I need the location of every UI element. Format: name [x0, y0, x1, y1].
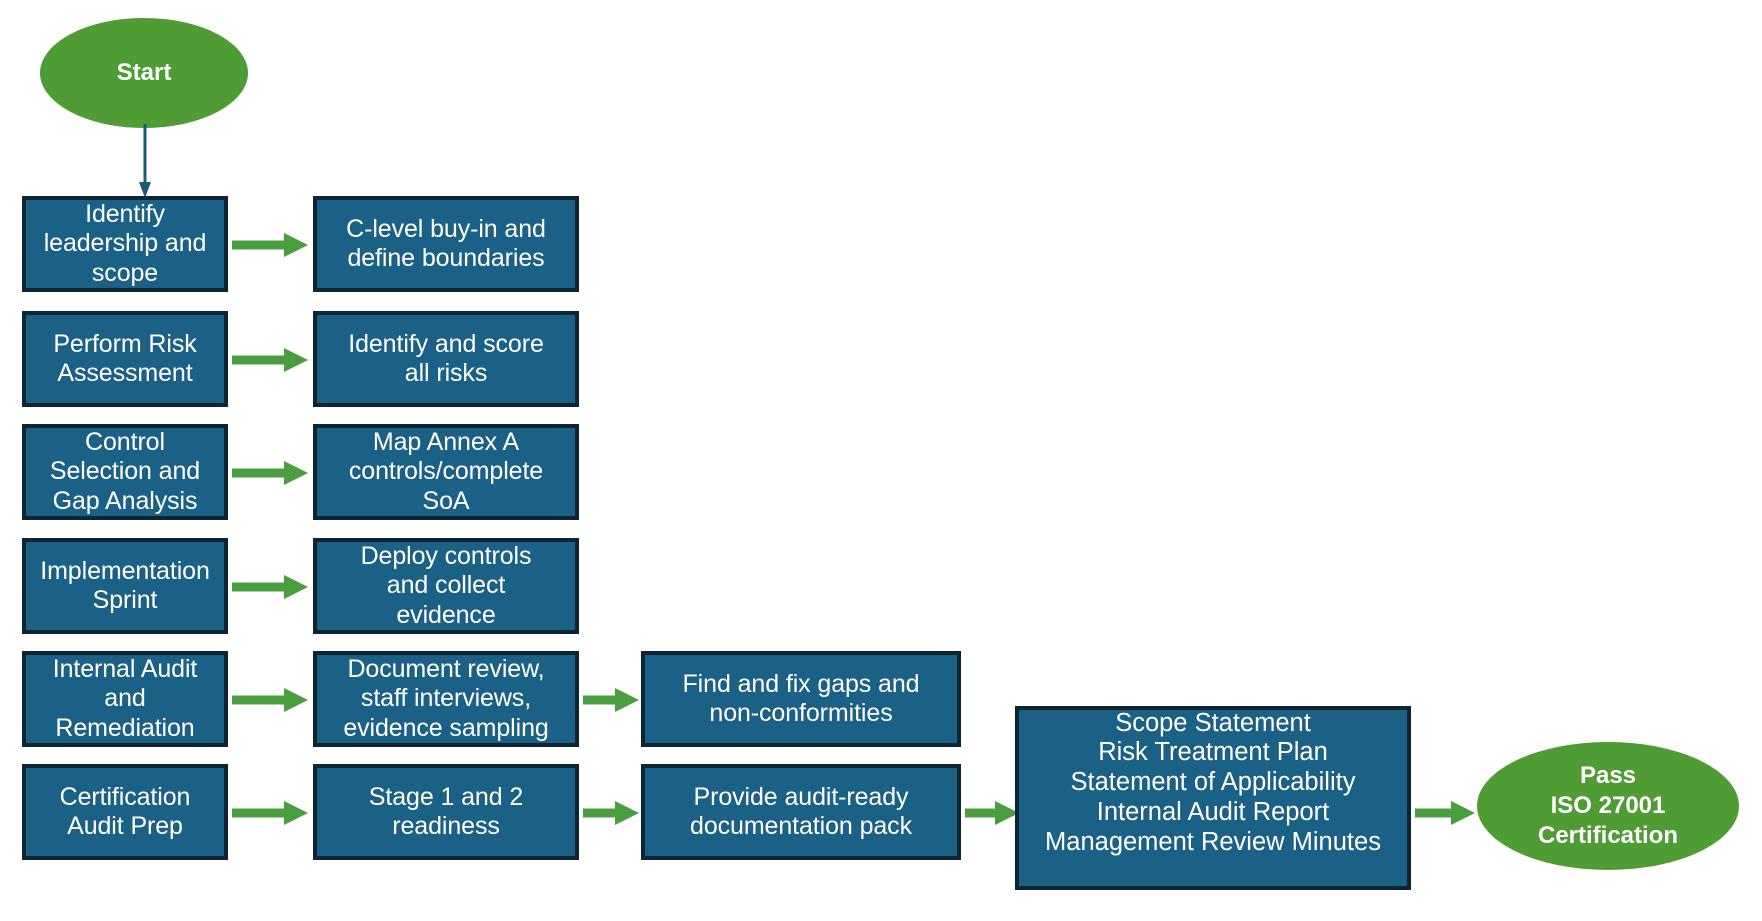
pass-certification-label: Pass ISO 27001 Certification — [1537, 762, 1678, 849]
detail-box-row-4[interactable]: Deploy controls and collect evidence — [313, 538, 579, 634]
phase-label-row-5: Internal Audit and Remediation — [52, 655, 198, 742]
detail-label-row-6: Stage 1 and 2 readiness — [368, 782, 524, 840]
detail-label-row-4: Deploy controls and collect evidence — [360, 542, 532, 629]
detail-box-row-6[interactable]: Stage 1 and 2 readiness — [313, 764, 579, 860]
pass-certification-node[interactable]: Pass ISO 27001 Certification — [1477, 742, 1739, 870]
detail-box-row-1[interactable]: C-level buy-in and define boundaries — [313, 196, 579, 292]
arrow-row-4-phase-to-detail — [232, 575, 308, 599]
arrow-row-6-phase-to-detail — [232, 801, 308, 825]
outcome-box-row-6[interactable]: Provide audit-ready documentation pack — [641, 764, 961, 860]
arrow-row-1-phase-to-detail — [232, 233, 308, 257]
arrow-row-2-phase-to-detail — [232, 348, 308, 372]
phase-label-row-1: Identify leadership and scope — [43, 200, 207, 287]
detail-label-row-5: Document review, staff interviews, evide… — [343, 655, 549, 742]
arrow-documents-to-pass — [1415, 801, 1475, 825]
arrow-outcome-to-documents — [965, 801, 1019, 825]
connector-start-to-row1 — [139, 124, 151, 198]
outcome-label-row-6: Provide audit-ready documentation pack — [690, 782, 912, 840]
documents-box-top-clip — [1015, 670, 1411, 706]
phase-box-row-2[interactable]: Perform Risk Assessment — [22, 311, 228, 407]
phase-label-row-6: Certification Audit Prep — [59, 782, 191, 840]
start-node-label: Start — [116, 59, 172, 86]
outcome-box-row-5[interactable]: Find and fix gaps and non-conformities — [641, 651, 961, 747]
phase-label-row-4: Implementation Sprint — [40, 556, 210, 614]
phase-box-row-5[interactable]: Internal Audit and Remediation — [22, 651, 228, 747]
outcome-label-row-5: Find and fix gaps and non-conformities — [682, 669, 920, 727]
phase-box-row-4[interactable]: Implementation Sprint — [22, 538, 228, 634]
phase-box-row-3[interactable]: Control Selection and Gap Analysis — [22, 424, 228, 520]
start-node[interactable]: Start — [40, 18, 248, 128]
detail-label-row-1: C-level buy-in and define boundaries — [346, 214, 546, 272]
detail-box-row-3[interactable]: Map Annex A controls/complete SoA — [313, 424, 579, 520]
detail-box-row-5[interactable]: Document review, staff interviews, evide… — [313, 651, 579, 747]
phase-label-row-2: Perform Risk Assessment — [53, 329, 197, 387]
detail-label-row-2: Identify and score all risks — [348, 329, 544, 387]
arrow-row-5-detail-to-outcome — [583, 688, 639, 712]
documents-box[interactable]: ISMS Manual Scope Statement Risk Treatme… — [1015, 670, 1411, 890]
arrow-row-5-phase-to-detail — [232, 688, 308, 712]
detail-box-row-2[interactable]: Identify and score all risks — [313, 311, 579, 407]
arrow-row-3-phase-to-detail — [232, 461, 308, 485]
phase-box-row-1[interactable]: Identify leadership and scope — [22, 196, 228, 292]
arrow-row-6-detail-to-outcome — [583, 801, 639, 825]
phase-label-row-3: Control Selection and Gap Analysis — [49, 428, 201, 515]
phase-box-row-6[interactable]: Certification Audit Prep — [22, 764, 228, 860]
detail-label-row-3: Map Annex A controls/complete SoA — [348, 428, 544, 515]
